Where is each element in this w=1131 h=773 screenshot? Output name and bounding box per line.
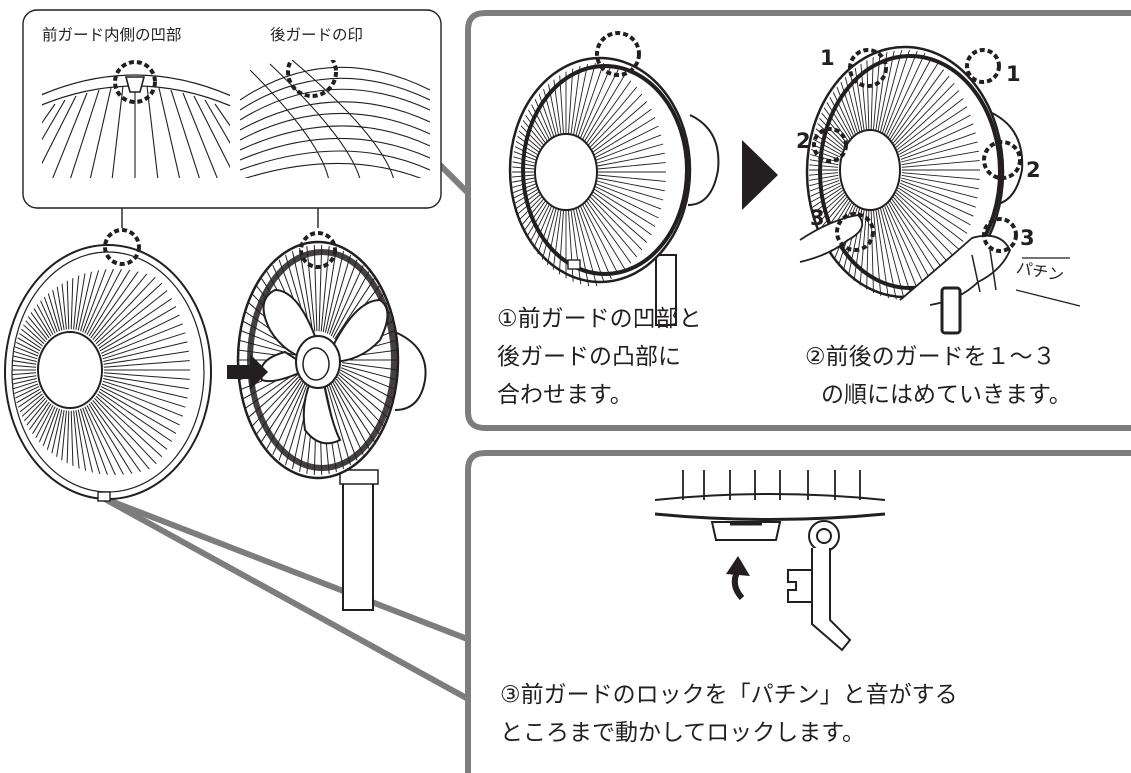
step3-line-2: ところまで動かしてロックします。 bbox=[500, 720, 866, 746]
front-guard-illustration bbox=[4, 228, 212, 502]
step1-line-3: 合わせます。 bbox=[497, 382, 633, 408]
step3-line-1: ③前ガードのロックを「パチン」と音がする bbox=[500, 682, 958, 708]
marker-2-right: 2 bbox=[1026, 158, 1041, 182]
front-guard-recess-label: 前ガード内側の凹部 bbox=[42, 26, 182, 44]
step1-line-1: ①前ガードの凹部と bbox=[497, 306, 702, 332]
fan-fit-illustration bbox=[799, 45, 1081, 335]
marker-1-right: 1 bbox=[1006, 62, 1021, 86]
marker-1-left: 1 bbox=[820, 46, 835, 70]
fan-rear-guard-illustration bbox=[227, 231, 427, 611]
marker-3-left: 3 bbox=[810, 206, 825, 230]
marker-2-left: 2 bbox=[796, 129, 811, 153]
step2-caption: ②前後のガードを１～３ の順にはめていきます。 bbox=[805, 338, 1072, 414]
marker-3-right: 3 bbox=[1020, 226, 1035, 250]
fan-align-illustration bbox=[508, 31, 720, 326]
step2-line-1: ②前後のガードを１～３ bbox=[805, 344, 1056, 370]
rear-guard-detail bbox=[240, 60, 430, 178]
callout-box bbox=[22, 9, 442, 228]
step3-caption: ③前ガードのロックを「パチン」と音がする ところまで動かしてロックします。 bbox=[500, 676, 958, 752]
guard-lock-illustration bbox=[654, 470, 886, 652]
step1-line-2: 後ガードの凸部に bbox=[497, 344, 681, 370]
step2-line-2: の順にはめていきます。 bbox=[821, 382, 1072, 408]
step1-caption: ①前ガードの凹部と 後ガードの凸部に 合わせます。 bbox=[497, 300, 702, 414]
rear-guard-mark-label: 後ガードの印 bbox=[270, 26, 364, 44]
step-panel-bottom bbox=[465, 450, 1131, 773]
front-guard-detail bbox=[42, 60, 230, 178]
next-arrow-icon bbox=[742, 140, 778, 210]
